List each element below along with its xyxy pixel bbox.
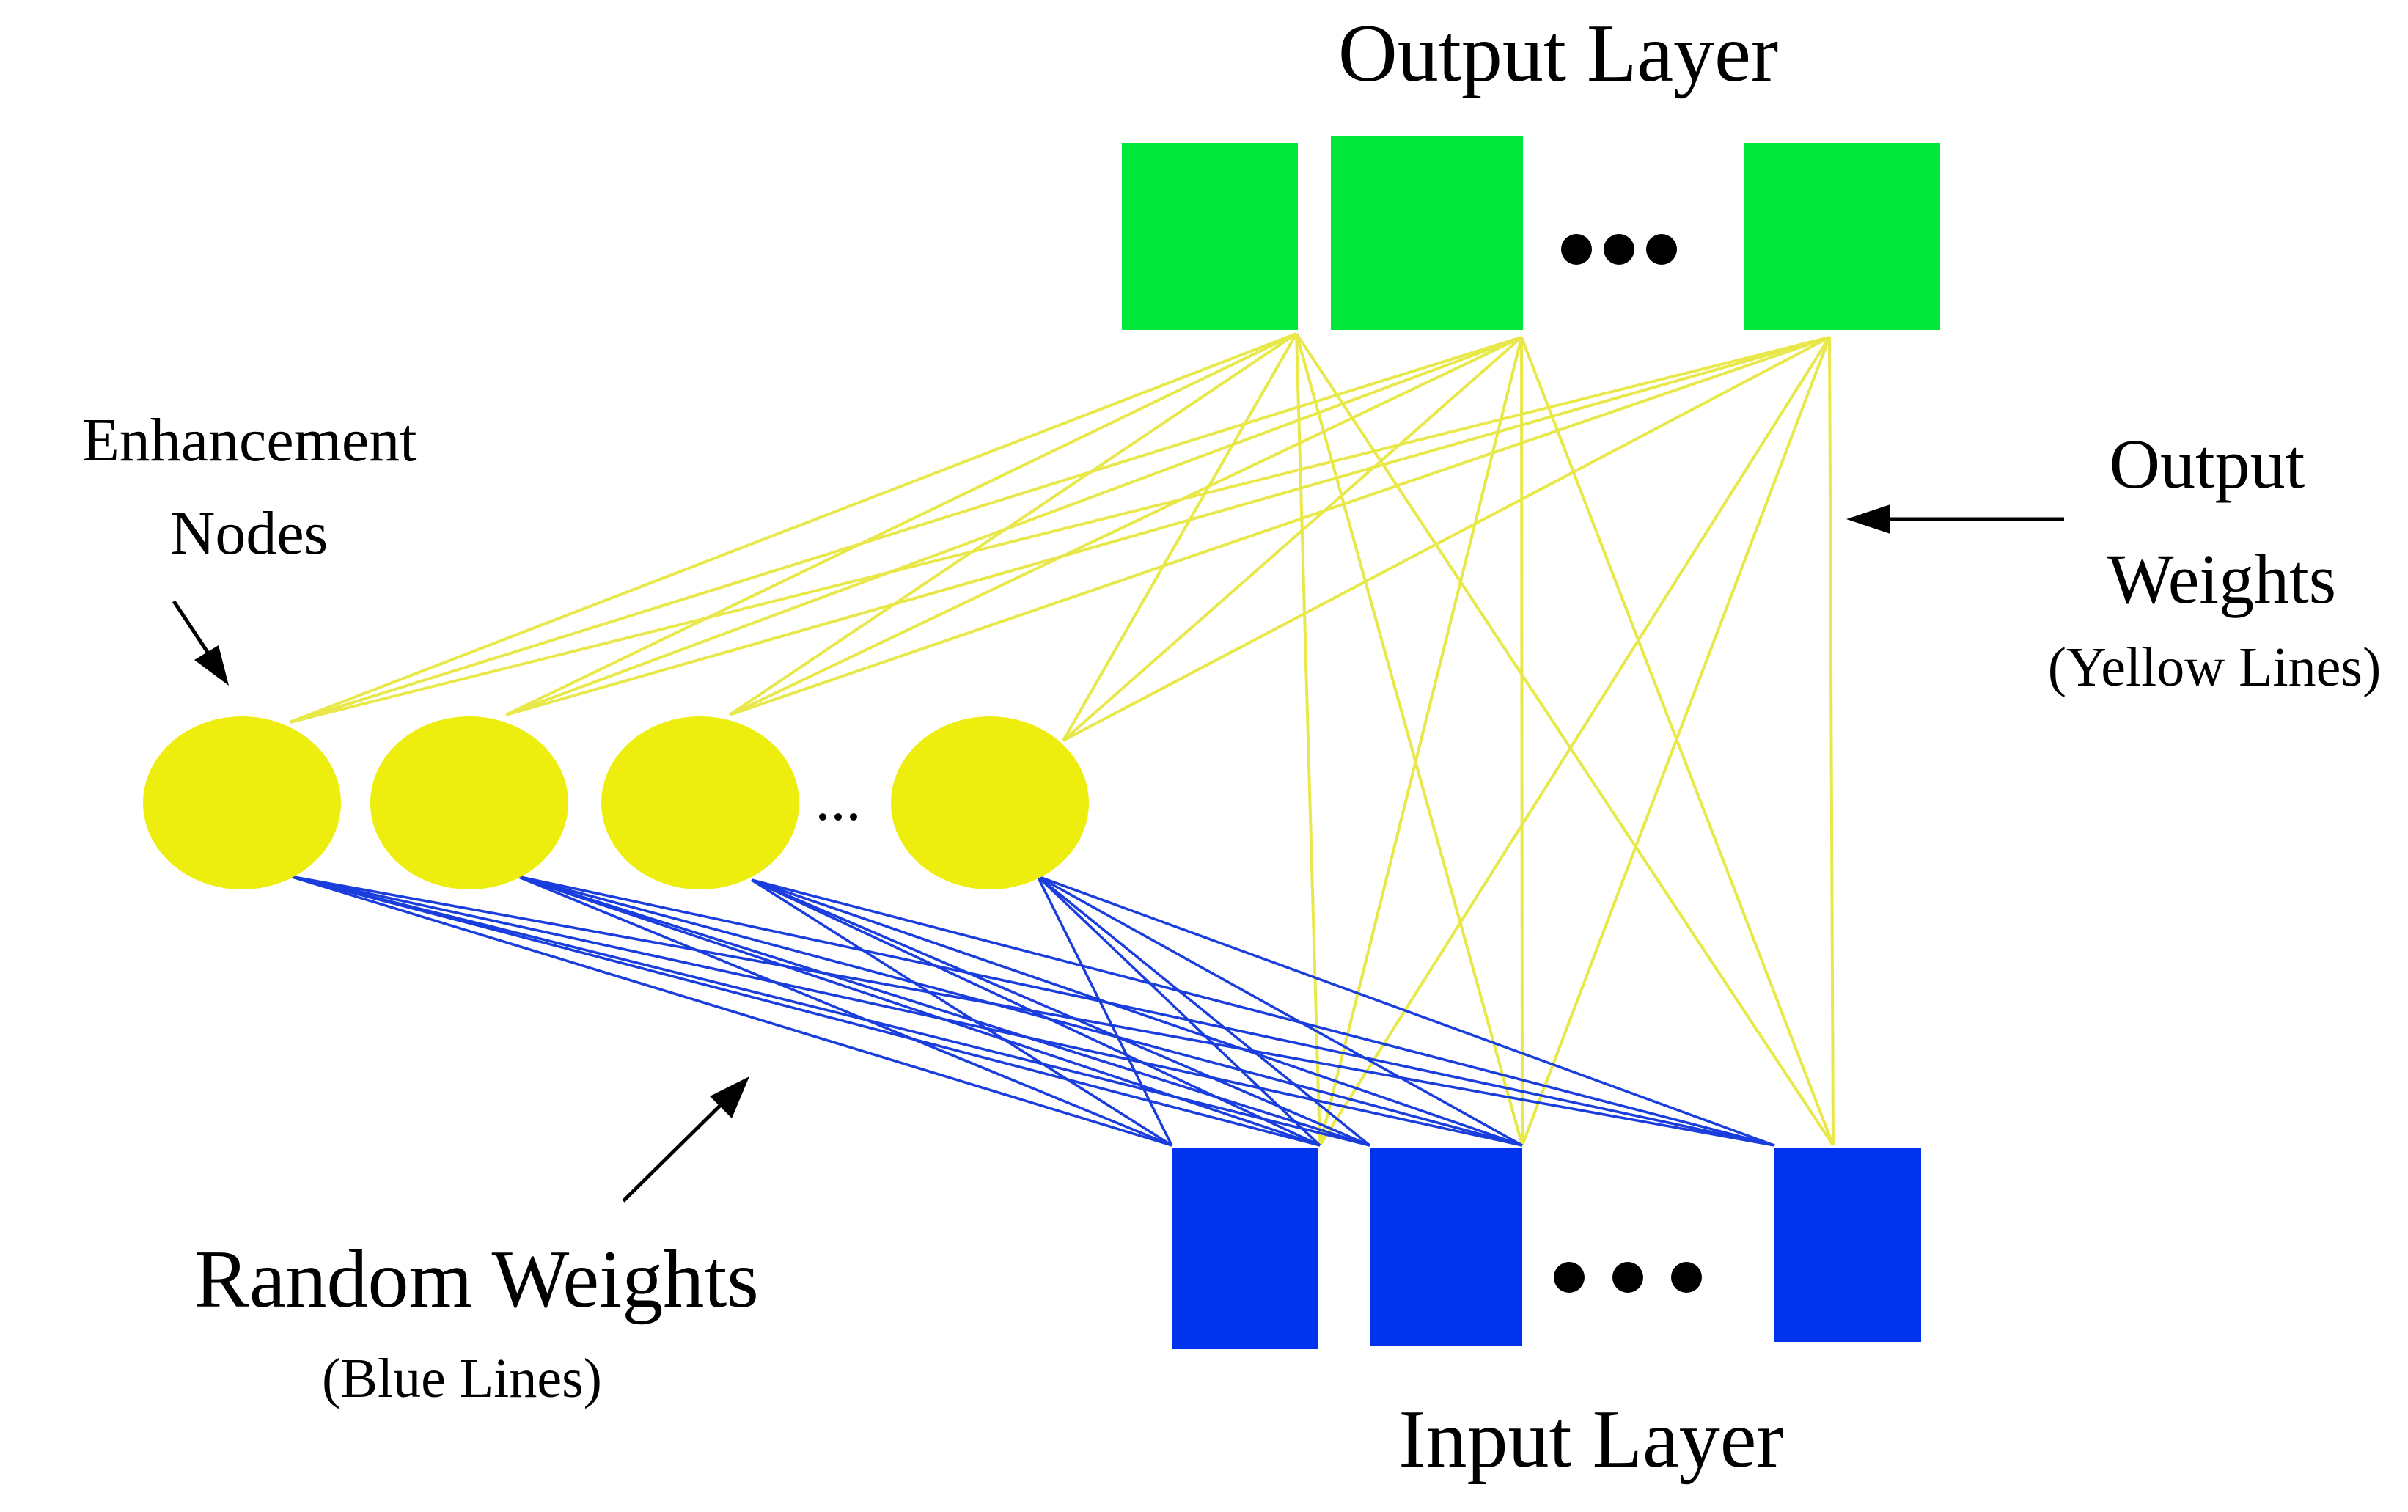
enhancement-node-1: [143, 716, 341, 889]
output-weight-line: [729, 336, 1522, 716]
random-weights-arrow-head: [710, 1076, 749, 1118]
random-weight-line: [751, 878, 1775, 1147]
output-weights-arrow-head: [1846, 504, 1890, 534]
output-weight-line: [505, 336, 1522, 716]
input-layer: [1172, 1148, 1921, 1349]
random-weight-line: [751, 878, 1321, 1147]
random-weight-line: [751, 878, 1523, 1147]
enhancement-node-2: [370, 716, 568, 889]
output-weight-line: [1295, 332, 1835, 1147]
random-weight-line: [289, 875, 1523, 1147]
enhancement-nodes-label-line2: Nodes: [171, 499, 328, 568]
output-weights-label-line1: Output: [2110, 425, 2305, 503]
output-layer: [1122, 136, 1940, 330]
random-weight-line: [1036, 875, 1371, 1147]
output-node-1: [1122, 143, 1298, 330]
output-layer-title: Output Layer: [1338, 8, 1778, 99]
output-weight-line: [289, 336, 1830, 724]
random-weights-arrow: [622, 1087, 738, 1203]
output-weights-label-line2: Weights: [2107, 540, 2336, 618]
enhancement-arrow-head: [194, 645, 229, 686]
input-node-3: [1774, 1148, 1921, 1342]
random-weight-line: [1037, 875, 1775, 1147]
output-weight-line: [1062, 333, 1298, 741]
output-weight-line: [1062, 336, 1523, 742]
random-weight-line: [289, 875, 1321, 1147]
random-weight-line: [516, 875, 1172, 1147]
input-node-2: [1370, 1148, 1522, 1346]
output-weight-line: [728, 332, 1298, 716]
output-weight-line: [505, 332, 1297, 716]
pointer-arrows: [172, 504, 2064, 1203]
output-weight-line: [1318, 337, 1523, 1146]
random-weight-line: [516, 875, 1370, 1147]
output-weights-note: (Yellow Lines): [2048, 636, 2382, 698]
enhancement-nodes-label-line1: Enhancement: [81, 406, 416, 474]
output-weight-lines: [289, 332, 1835, 1147]
random-weight-line: [516, 875, 1321, 1147]
random-weights-label: Random Weights: [194, 1234, 759, 1325]
output-weight-line: [1521, 337, 1831, 1146]
output-weight-line: [1062, 336, 1830, 742]
output-node-2: [1331, 136, 1523, 330]
enhancement-ellipsis: ...: [815, 766, 862, 834]
input-node-1: [1172, 1148, 1318, 1349]
enhancement-node-4: [891, 716, 1089, 889]
output-weight-line: [1828, 337, 1835, 1146]
random-weight-line: [1036, 876, 1173, 1146]
random-weights-note: (Blue Lines): [322, 1348, 602, 1409]
random-weight-line: [1037, 875, 1523, 1147]
random-weight-line: [751, 878, 1370, 1147]
output-weight-line: [1520, 337, 1524, 1146]
random-weight-line: [516, 875, 1775, 1147]
input-layer-ellipsis: [1554, 1262, 1702, 1293]
output-weight-line: [729, 336, 1830, 716]
random-weight-line: [516, 875, 1523, 1147]
random-weight-line: [1036, 875, 1321, 1147]
input-layer-title: Input Layer: [1398, 1394, 1784, 1485]
enhancement-node-3: [601, 716, 799, 889]
output-weight-line: [289, 336, 1522, 724]
output-weight-line: [289, 332, 1297, 724]
random-weight-lines: [289, 875, 1775, 1147]
random-weight-line: [751, 878, 1172, 1147]
enhancement-nodes: ...: [143, 716, 1089, 889]
output-weight-line: [505, 336, 1830, 716]
output-weight-line: [1295, 333, 1524, 1146]
output-layer-ellipsis: [1561, 234, 1677, 265]
random-weight-line: [289, 875, 1172, 1147]
output-node-3: [1744, 143, 1940, 330]
